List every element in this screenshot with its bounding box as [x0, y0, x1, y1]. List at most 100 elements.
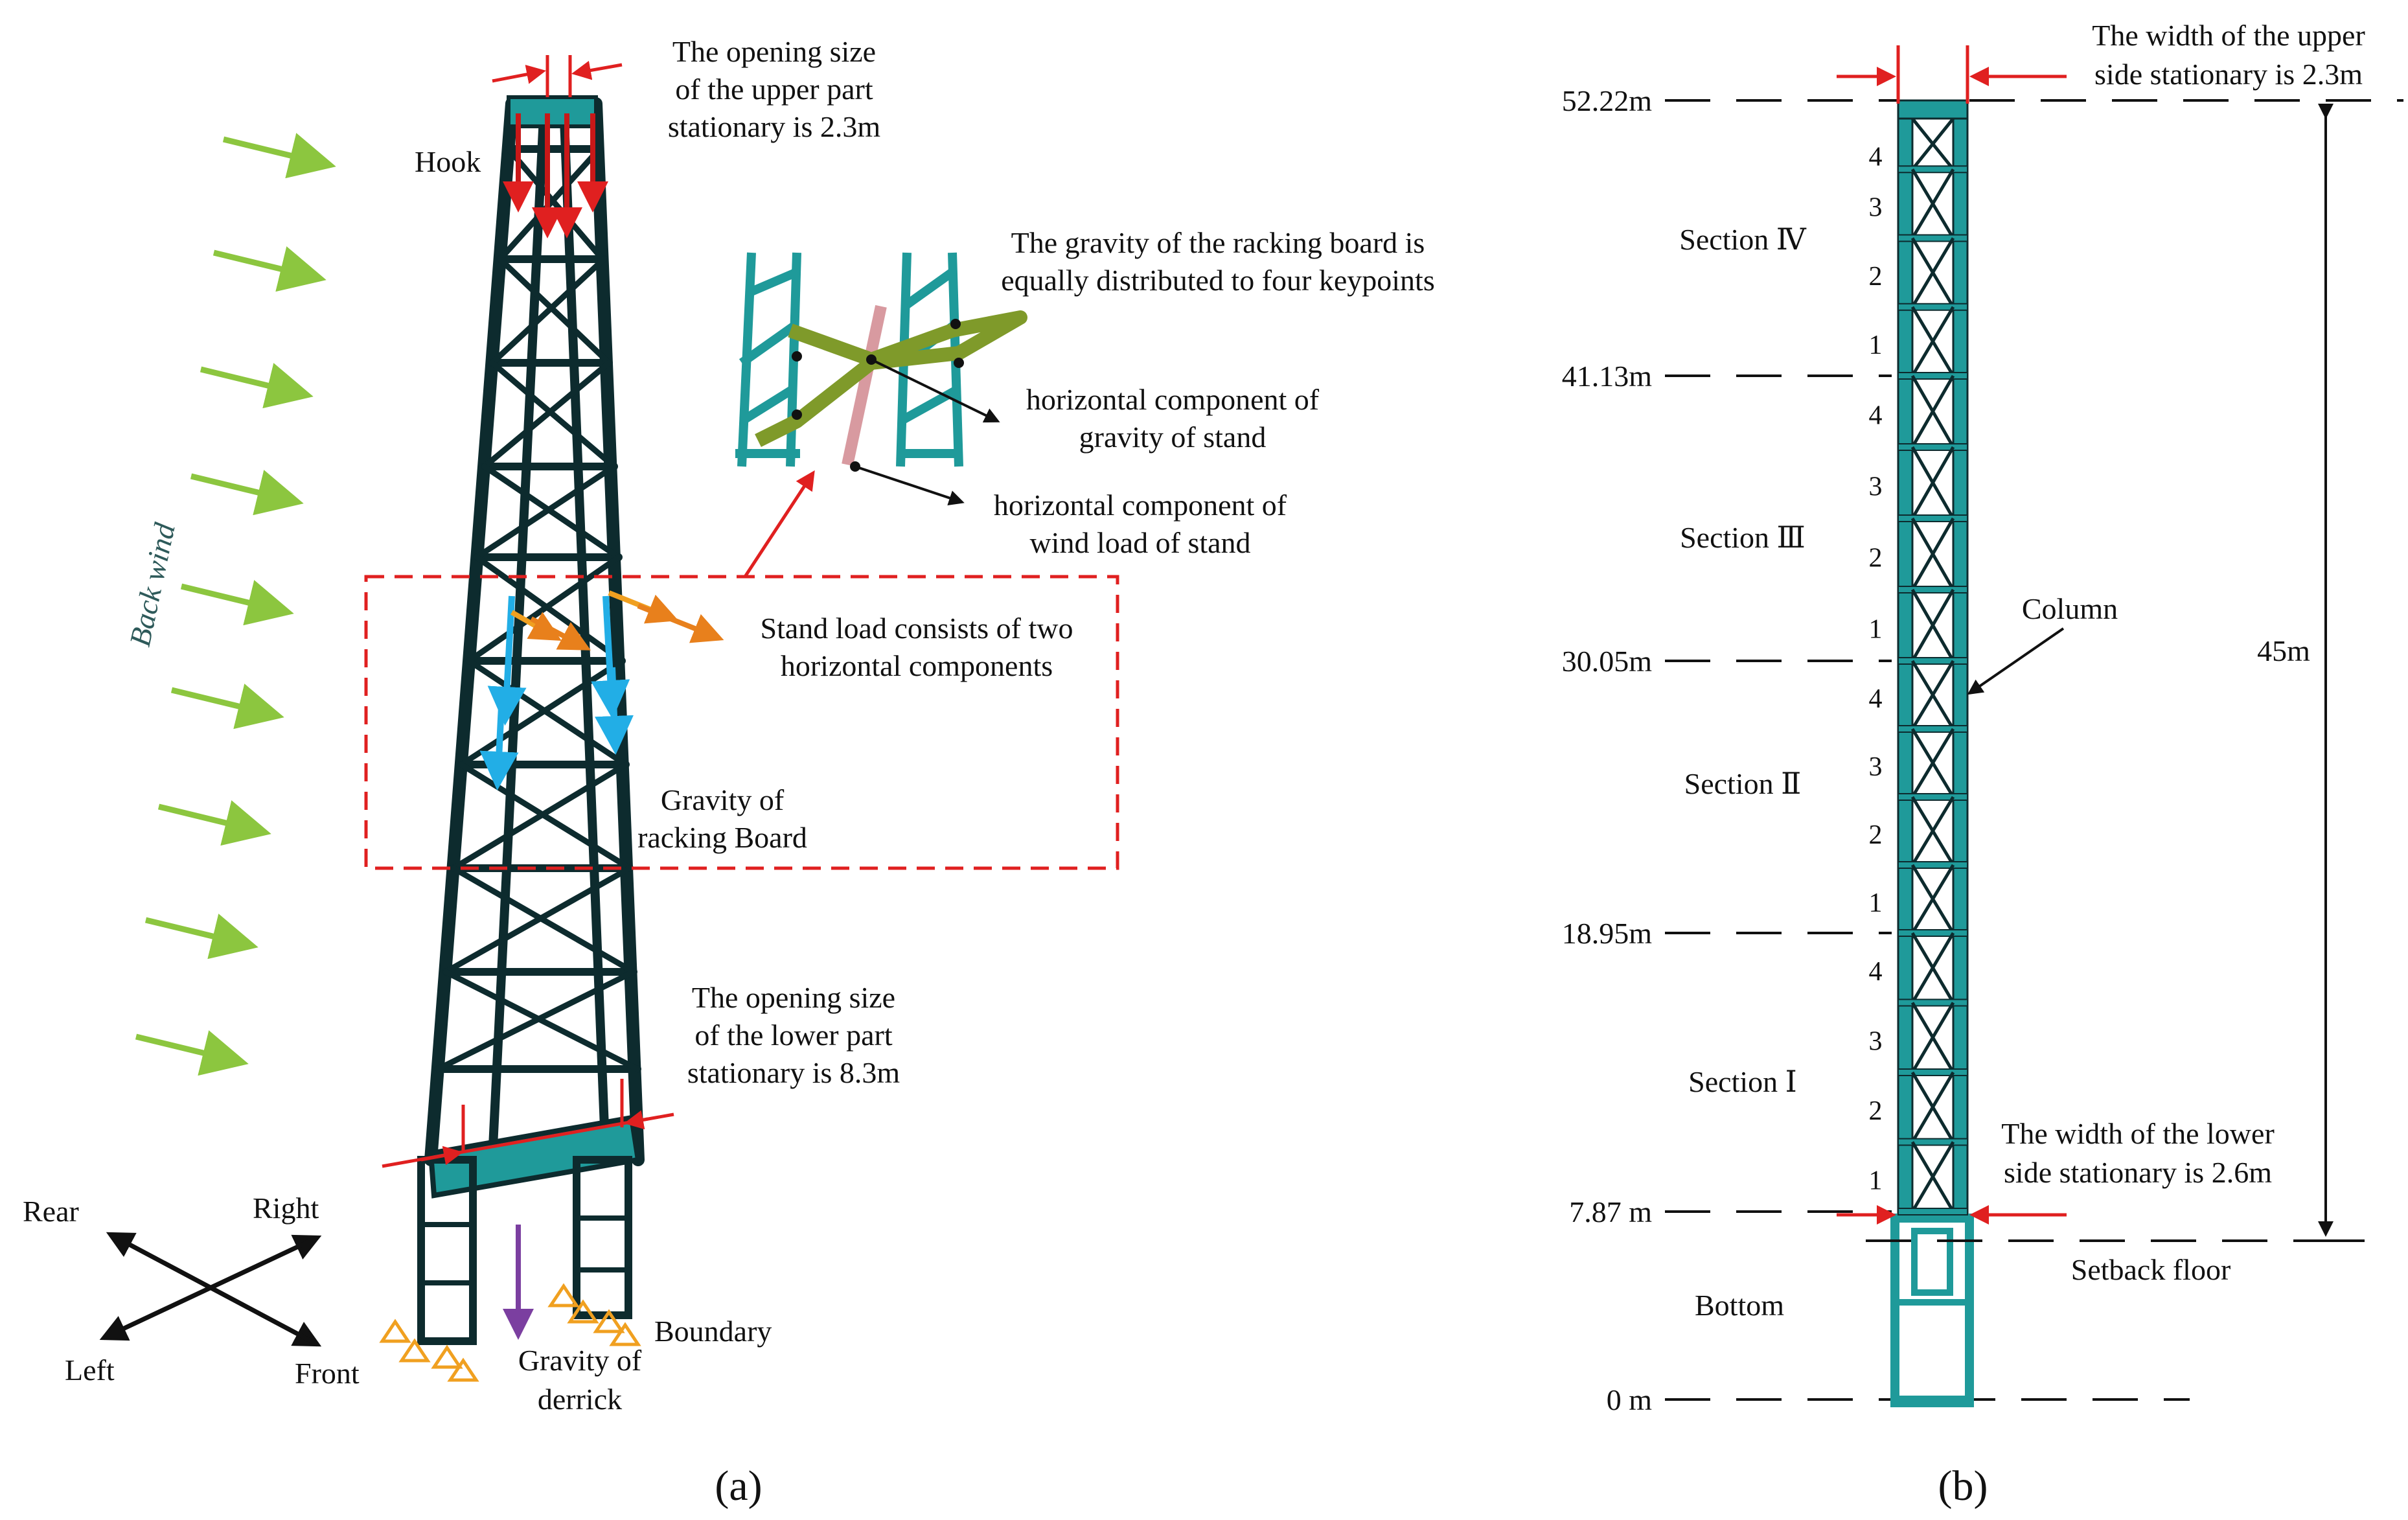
svg-text:Stand load consists of two: Stand load consists of two	[761, 612, 1073, 645]
svg-text:The width of the lower: The width of the lower	[2001, 1117, 2275, 1150]
section-1-label: Section Ⅰ	[1688, 1065, 1797, 1098]
bay-brace	[1910, 1141, 1955, 1213]
bay-girt	[1898, 725, 1968, 733]
bay-brace	[1910, 168, 1955, 239]
svg-text:equally distributed to four ke: equally distributed to four keypoints	[1001, 264, 1434, 297]
bay-brace	[1910, 864, 1955, 934]
section-number: 4	[1869, 684, 1883, 714]
elevation-label: 7.87 m	[1569, 1195, 1652, 1228]
bay-brace	[1910, 306, 1955, 377]
svg-text:gravity of stand: gravity of stand	[1079, 420, 1267, 454]
upper-width-dimension	[1837, 45, 2067, 104]
tower-elevation	[1890, 99, 1974, 1407]
section-number: 2	[1869, 820, 1883, 850]
svg-text:wind load of stand: wind load of stand	[1029, 526, 1250, 559]
tower-bays	[1898, 117, 1968, 1215]
racking-board-highlight-box	[364, 575, 1119, 870]
bay-girt	[1898, 1208, 1968, 1215]
svg-text:The gravity of the racking boa: The gravity of the racking board is	[1011, 226, 1425, 259]
stand-horizontal-arrows	[510, 590, 724, 651]
bay-brace	[1910, 660, 1955, 730]
section-number: 4	[1869, 957, 1883, 987]
bay-brace	[1910, 374, 1955, 448]
svg-text:horizontal components: horizontal components	[781, 649, 1053, 682]
back-wind-arrows	[135, 133, 336, 1076]
svg-text:side stationary is 2.3m: side stationary is 2.3m	[2094, 58, 2363, 91]
lower-width-label: The width of the lower side stationary i…	[2001, 1117, 2275, 1189]
bay-girt	[1898, 861, 1968, 869]
svg-text:The opening size: The opening size	[692, 981, 895, 1014]
section-number: 1	[1869, 330, 1883, 360]
bay-girt	[1898, 793, 1968, 801]
bay-girt	[1898, 998, 1968, 1007]
direction-compass	[99, 1232, 322, 1347]
bay-girt	[1898, 372, 1968, 380]
bay-girt	[1898, 1068, 1968, 1076]
column-label: Column	[2022, 592, 2118, 625]
hook-load-arrows	[503, 113, 608, 238]
bay-girt	[1898, 1138, 1968, 1146]
section-number: 3	[1869, 472, 1883, 502]
panel-a: Back wind	[23, 35, 1435, 1510]
boundary-label: Boundary	[654, 1315, 772, 1348]
svg-text:derrick: derrick	[538, 1383, 622, 1416]
stand-load-label: Stand load consists of two horizontal co…	[761, 612, 1073, 682]
bay-girt	[1898, 586, 1968, 593]
bay-girt	[1898, 303, 1968, 311]
elevation-label: 0 m	[1607, 1383, 1653, 1416]
bay-girt	[1898, 514, 1968, 522]
racking-gravity-arrows	[479, 595, 634, 790]
bay-girt	[1898, 165, 1968, 174]
section-3-label: Section Ⅲ	[1680, 521, 1806, 554]
bay-brace	[1910, 237, 1955, 308]
svg-text:horizontal component of: horizontal component of	[994, 489, 1287, 522]
derrick-tower	[417, 95, 645, 1345]
compass-front-label: Front	[295, 1357, 360, 1390]
section-number: 2	[1869, 262, 1883, 292]
section-4-label: Section Ⅳ	[1679, 223, 1806, 256]
svg-text:of the lower part: of the lower part	[694, 1019, 892, 1052]
lower-opening-label: The opening size of the lower part stati…	[687, 981, 900, 1089]
section-number: 1	[1869, 615, 1883, 645]
horizontal-wind-label: horizontal component of wind load of sta…	[994, 489, 1287, 559]
compass-left-label: Left	[65, 1353, 115, 1387]
svg-text:horizontal component of: horizontal component of	[1026, 383, 1320, 416]
section-number: 4	[1869, 401, 1883, 431]
svg-text:The width of the upper: The width of the upper	[2092, 19, 2365, 52]
bay-girt	[1898, 234, 1968, 242]
caption-a: (a)	[715, 1462, 762, 1510]
bay-brace	[1910, 446, 1955, 520]
bay-brace	[1910, 796, 1955, 866]
section-number: 3	[1869, 752, 1883, 782]
upper-opening-dimension	[492, 55, 623, 97]
overall-height-label: 45m	[2257, 634, 2310, 667]
caption-b: (b)	[1938, 1462, 1988, 1510]
svg-text:stationary is 8.3m: stationary is 8.3m	[687, 1056, 900, 1089]
bay-brace	[1910, 932, 1955, 1004]
overall-height-dimension	[1969, 99, 2403, 1242]
elevation-label: 30.05m	[1562, 645, 1653, 678]
elevation-label: 41.13m	[1562, 360, 1653, 393]
svg-text:of the upper part: of the upper part	[675, 73, 873, 106]
lower-opening-dimension	[382, 1079, 674, 1168]
svg-text:The opening size: The opening size	[672, 35, 876, 68]
bay-brace	[1910, 588, 1955, 662]
elevation-label: 52.22m	[1562, 84, 1653, 117]
svg-text:stationary is 2.3m: stationary is 2.3m	[668, 110, 881, 143]
compass-rear-label: Rear	[23, 1195, 79, 1228]
racking-gravity-note: The gravity of the racking board is equa…	[1001, 226, 1434, 297]
setback-floor-label: Setback floor	[2071, 1253, 2231, 1286]
section-number: 4	[1869, 142, 1883, 172]
bay-girt	[1898, 657, 1968, 665]
section-number: 2	[1869, 544, 1883, 573]
bay-brace	[1910, 1002, 1955, 1074]
bottom-label: Bottom	[1695, 1289, 1784, 1322]
section-number: 2	[1869, 1096, 1883, 1126]
svg-text:side stationary is 2.6m: side stationary is 2.6m	[2004, 1156, 2272, 1189]
bay-brace	[1911, 117, 1955, 170]
upper-width-label: The width of the upper side stationary i…	[2092, 19, 2365, 91]
